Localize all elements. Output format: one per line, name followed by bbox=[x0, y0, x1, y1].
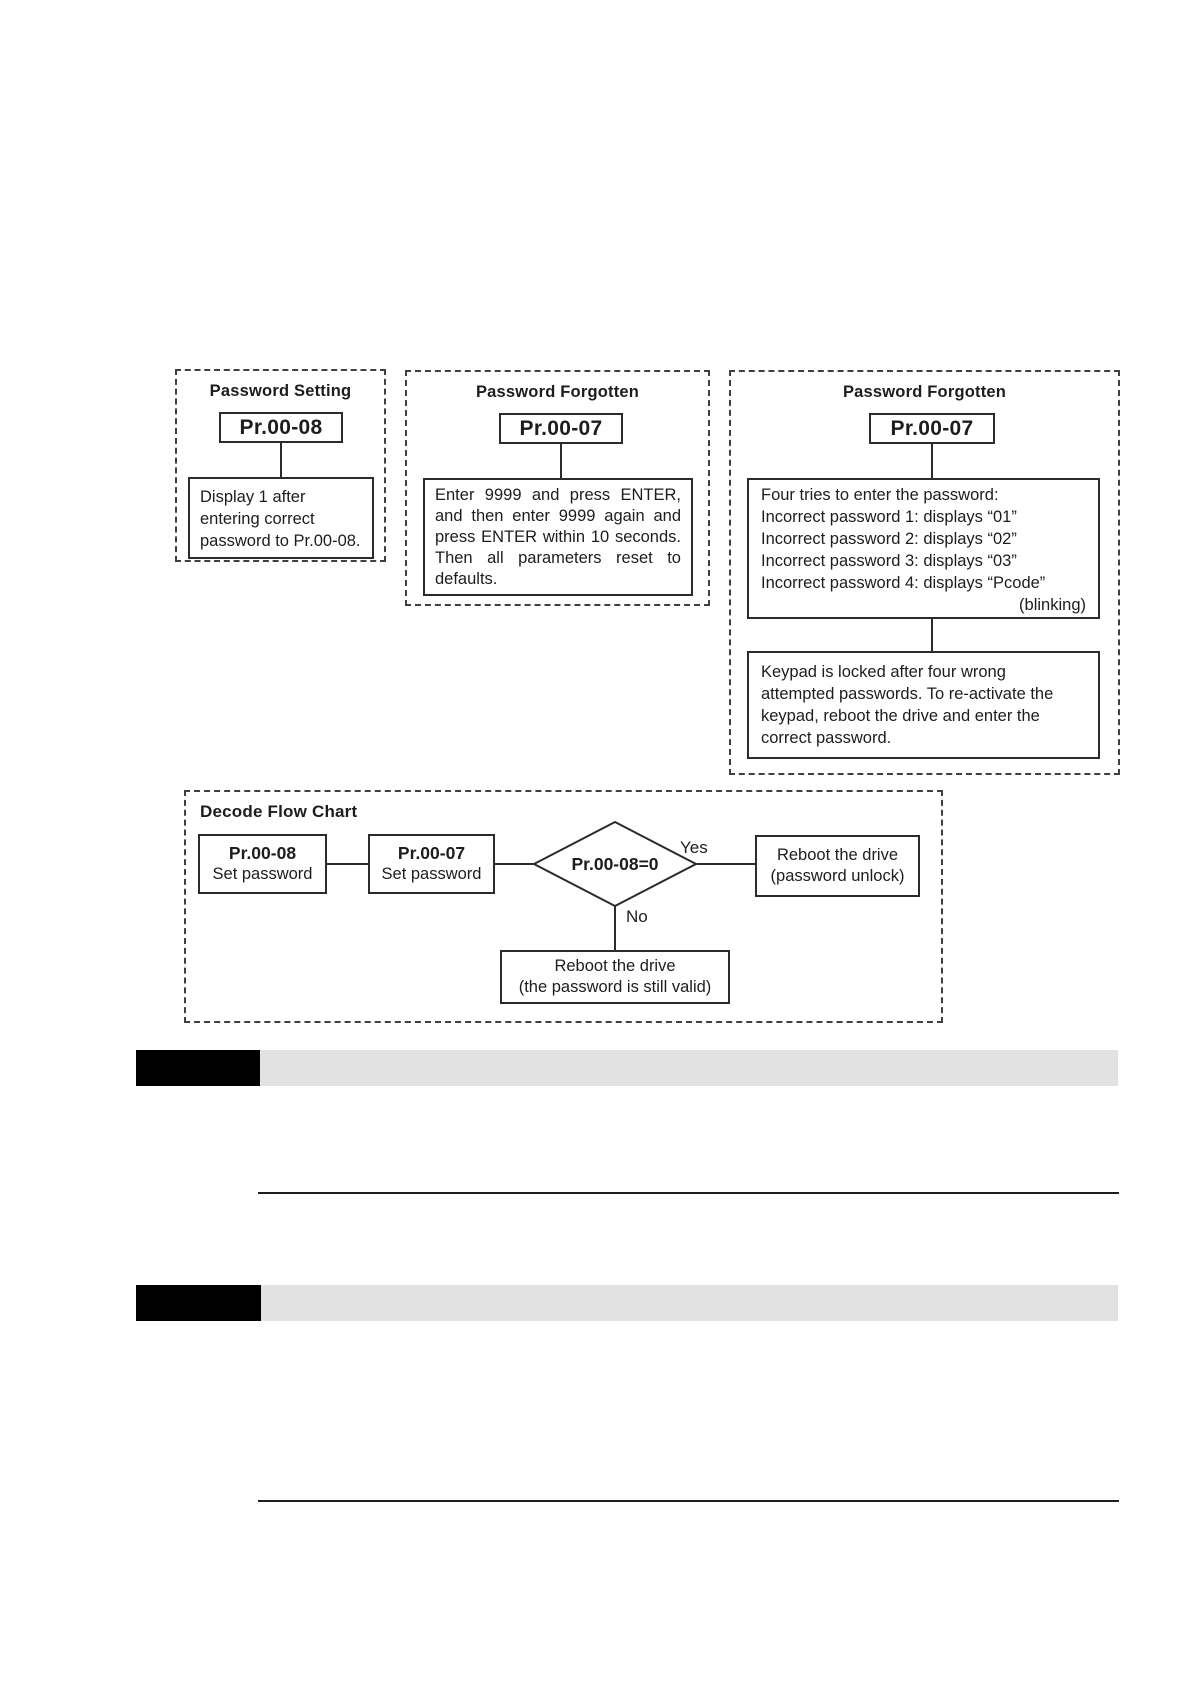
note-line: Incorrect password 1: displays “01” bbox=[761, 508, 1017, 526]
connector-line bbox=[560, 443, 562, 479]
password-forgotten-reset-title: Password Forgotten bbox=[475, 383, 640, 401]
flow-result-line: Reboot the drive bbox=[776, 846, 899, 864]
no-branch-label: No bbox=[626, 907, 648, 926]
note-line: password to Pr.00-08. bbox=[200, 532, 361, 550]
note-line: defaults. bbox=[435, 570, 498, 588]
yes-branch-label: Yes bbox=[680, 838, 708, 857]
redacted-heading-block-1 bbox=[136, 1050, 260, 1086]
param-box-pr-00-08: Pr.00-08 bbox=[219, 412, 343, 443]
param-box-pr-00-07: Pr.00-07 bbox=[869, 413, 995, 444]
note-line: Enter 9999 and press ENTER, bbox=[435, 486, 681, 504]
note-line: press ENTER within 10 seconds. bbox=[435, 528, 681, 546]
param-label: Pr.00-07 bbox=[519, 416, 603, 440]
note-line: Four tries to enter the password: bbox=[761, 486, 999, 504]
incorrect-password-note: Four tries to enter the password: Incorr… bbox=[747, 478, 1100, 619]
decode-flow-chart-panel: Decode Flow Chart Pr.00-08 Set password … bbox=[184, 790, 943, 1023]
connector-line bbox=[614, 906, 616, 950]
section-title-bar-1 bbox=[260, 1050, 1118, 1086]
blinking-line: (blinking) bbox=[1019, 596, 1086, 614]
flow-step-label: Set password bbox=[381, 865, 482, 883]
section-title-bar-2 bbox=[261, 1285, 1118, 1321]
flow-result-line: (password unlock) bbox=[770, 867, 905, 885]
connector-line bbox=[931, 617, 933, 653]
note-line: correct password. bbox=[761, 729, 892, 747]
note-line: Incorrect password 2: displays “02” bbox=[761, 530, 1017, 548]
param-box-pr-00-07: Pr.00-07 bbox=[499, 413, 623, 444]
redacted-heading-block-2 bbox=[136, 1285, 261, 1321]
note-line: entering correct bbox=[200, 510, 315, 528]
password-setting-panel: Password Setting Pr.00-08 Display 1 afte… bbox=[175, 369, 386, 562]
decision-diamond: Pr.00-08=0 bbox=[533, 821, 697, 907]
decision-diamond-shape bbox=[533, 821, 697, 907]
password-forgotten-tries-title: Password Forgotten bbox=[842, 383, 1007, 401]
connector-line bbox=[327, 863, 368, 865]
decode-flow-chart-title: Decode Flow Chart bbox=[200, 802, 358, 821]
flow-result-password-unlock: Reboot the drive (password unlock) bbox=[755, 835, 920, 897]
note-line: Display 1 after bbox=[200, 488, 306, 506]
divider-line-1 bbox=[258, 1192, 1119, 1194]
flow-step-param: Pr.00-08 bbox=[228, 843, 297, 863]
password-forgotten-reset-panel: Password Forgotten Pr.00-07 Enter 9999 a… bbox=[405, 370, 710, 606]
note-line: Incorrect password 3: displays “03” bbox=[761, 552, 1017, 570]
password-setting-note: Display 1 after entering correct passwor… bbox=[188, 477, 374, 559]
connector-line bbox=[697, 863, 755, 865]
connector-line bbox=[931, 443, 933, 479]
flow-step-param: Pr.00-07 bbox=[397, 843, 466, 863]
note-line: keypad, reboot the drive and enter the bbox=[761, 707, 1040, 725]
note-line: Then all parameters reset to bbox=[435, 549, 681, 567]
password-forgotten-tries-panel: Password Forgotten Pr.00-07 Four tries t… bbox=[729, 370, 1120, 775]
divider-line-2 bbox=[258, 1500, 1119, 1502]
param-label: Pr.00-07 bbox=[890, 416, 974, 440]
keypad-locked-note: Keypad is locked after four wrong attemp… bbox=[747, 651, 1100, 759]
password-setting-title: Password Setting bbox=[209, 382, 352, 400]
flow-step-set-password-1: Pr.00-08 Set password bbox=[198, 834, 327, 894]
flow-result-password-still-valid: Reboot the drive (the password is still … bbox=[500, 950, 730, 1004]
flow-step-label: Set password bbox=[212, 865, 313, 883]
flow-step-set-password-2: Pr.00-07 Set password bbox=[368, 834, 495, 894]
flow-result-line: Reboot the drive bbox=[554, 957, 676, 975]
password-forgotten-reset-note: Enter 9999 and press ENTER, and then ent… bbox=[423, 478, 693, 596]
note-line: Keypad is locked after four wrong bbox=[761, 663, 1006, 681]
note-line: and then enter 9999 again and bbox=[435, 507, 681, 525]
note-line: Incorrect password 4: displays “Pcode” bbox=[761, 574, 1046, 592]
param-label: Pr.00-08 bbox=[239, 415, 323, 439]
note-line: attempted passwords. To re-activate the bbox=[761, 685, 1054, 703]
flow-result-line: (the password is still valid) bbox=[518, 978, 712, 996]
connector-line bbox=[495, 863, 535, 865]
connector-line bbox=[280, 442, 282, 478]
decision-label: Pr.00-08=0 bbox=[571, 853, 659, 874]
